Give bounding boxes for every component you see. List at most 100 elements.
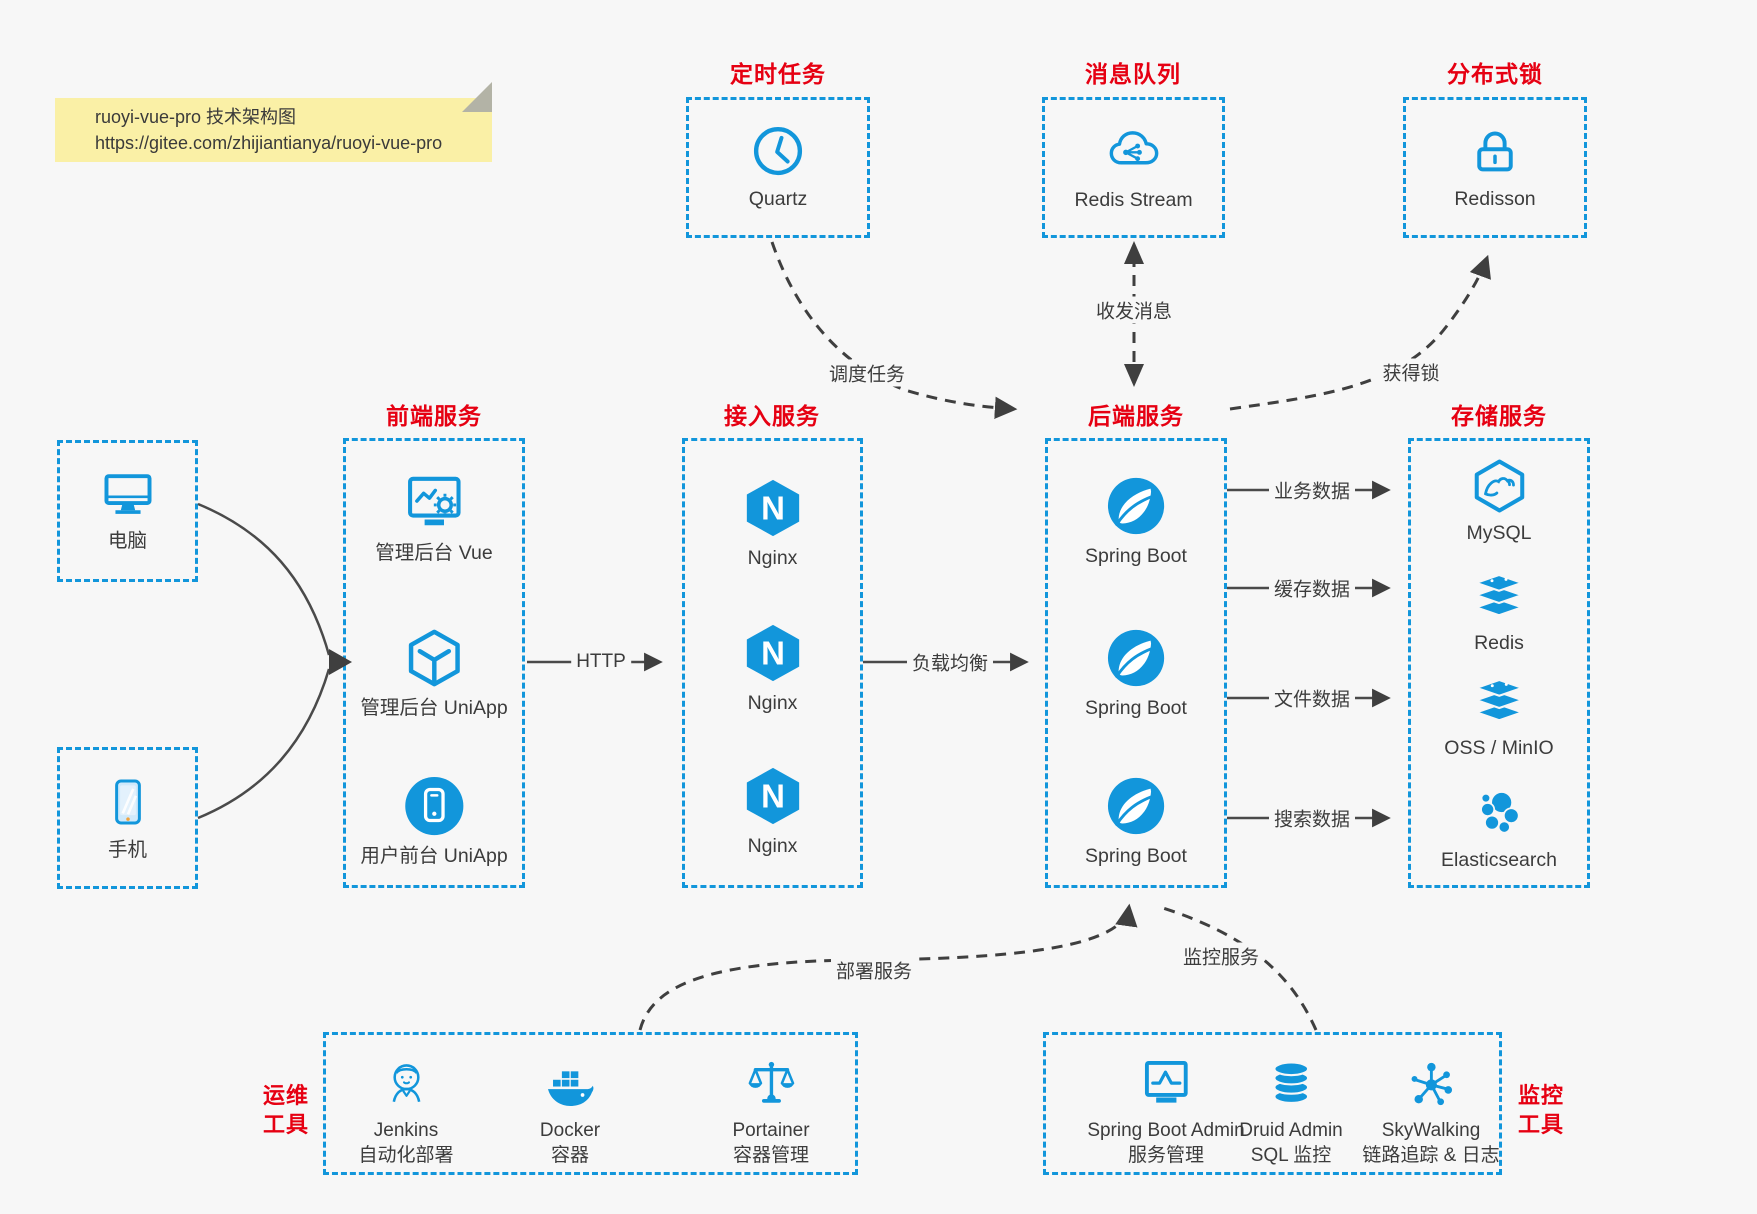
node-sublabel: 链路追踪 & 日志 (1362, 1145, 1500, 1166)
node-springboot-1: Spring Boot (1085, 475, 1187, 569)
desktop-icon (99, 469, 157, 521)
cube-icon (403, 627, 465, 689)
node-admin-uniapp: 管理后台 UniApp (360, 627, 508, 721)
edge-label-file-data: 文件数据 (1268, 684, 1356, 712)
node-portainer: Portainer 容器管理 (732, 1057, 810, 1168)
arrowhead-message-down (1124, 364, 1144, 387)
node-quartz: Quartz (689, 100, 867, 235)
edge-label-cache-data: 缓存数据 (1268, 574, 1356, 602)
node-label: 电脑 (107, 529, 147, 552)
node-label: OSS / MinIO (1444, 737, 1554, 759)
node-label: Nginx (747, 547, 798, 569)
box-monitor-tools: Spring Boot Admin 服务管理 Druid Admin SQL 监… (1043, 1032, 1502, 1175)
box-gateway: N Nginx N Nginx N Nginx (682, 438, 863, 888)
edge-label-message: 收发消息 (1090, 296, 1178, 324)
node-nginx-3: N Nginx (742, 765, 804, 859)
edge-label-load-balance: 负载均衡 (906, 648, 994, 676)
node-sublabel: 自动化部署 (358, 1145, 454, 1166)
box-storage: MySQL Redis OSS / MinIO Elasticsearch (1408, 438, 1590, 888)
clock-icon (750, 123, 806, 179)
node-jenkins: Jenkins 自动化部署 (358, 1057, 454, 1168)
node-label: Druid Admin (1239, 1120, 1343, 1141)
node-springboot-admin: Spring Boot Admin 服务管理 (1087, 1057, 1245, 1168)
node-redis: Redis (1471, 568, 1527, 656)
box-message-queue: Redis Stream (1042, 97, 1225, 238)
node-label: Elasticsearch (1441, 849, 1557, 871)
group-title-distributed-lock: 分布式锁 (1447, 61, 1543, 87)
node-label: SkyWalking (1381, 1120, 1481, 1141)
lock-icon (1467, 123, 1523, 179)
portainer-icon (744, 1057, 798, 1111)
node-label: Spring Boot (1085, 545, 1187, 567)
edge-pc-to-frontend (197, 502, 331, 656)
monitor-chart-icon (1139, 1057, 1193, 1111)
box-devops-tools: Jenkins 自动化部署 Docker 容器 Portainer 容器管理 (323, 1032, 858, 1175)
box-client-pc: 电脑 (57, 440, 198, 582)
group-title-storage: 存储服务 (1451, 403, 1547, 429)
node-label: Spring Boot Admin (1087, 1120, 1245, 1141)
node-druid-admin: Druid Admin SQL 监控 (1239, 1057, 1343, 1168)
svg-text:N: N (761, 635, 785, 672)
nginx-icon: N (742, 477, 804, 539)
node-redis-stream: Redis Stream (1045, 100, 1222, 235)
edge-label-deploy: 部署服务 (830, 956, 918, 984)
edge-acquire-lock (1229, 254, 1491, 411)
box-frontend: 管理后台 Vue 管理后台 UniApp 用户前台 UniApp (343, 438, 525, 888)
box-distributed-lock: Redisson (1403, 97, 1587, 238)
edge-label-search-data: 搜索数据 (1268, 804, 1356, 832)
node-label: Redis (1474, 632, 1524, 654)
edge-label-lock: 获得锁 (1377, 358, 1445, 386)
edge-label-business-data: 业务数据 (1268, 476, 1356, 504)
edge-mobile-to-frontend (197, 668, 331, 820)
jenkins-icon (379, 1057, 433, 1111)
node-skywalking: SkyWalking 链路追踪 & 日志 (1362, 1057, 1500, 1168)
box-client-mobile: 手机 (57, 747, 198, 889)
node-oss-minio: OSS / MinIO (1444, 673, 1554, 761)
node-label: 手机 (107, 838, 147, 861)
node-nginx-2: N Nginx (742, 622, 804, 716)
box-scheduled-task: Quartz (686, 97, 870, 238)
node-label: 管理后台 UniApp (360, 697, 508, 719)
note-url: https://gitee.com/zhijiantianya/ruoyi-vu… (95, 133, 443, 153)
node-label: Portainer (732, 1120, 810, 1141)
side-label-devops: 运维 工具 (262, 1083, 309, 1137)
mysql-icon (1471, 458, 1527, 514)
node-nginx-1: N Nginx (742, 477, 804, 571)
mobile-icon (100, 774, 156, 830)
spring-icon (1105, 627, 1167, 689)
docker-icon (543, 1057, 597, 1111)
node-admin-vue: 管理后台 Vue (375, 472, 493, 566)
node-sublabel: 容器 (550, 1145, 589, 1166)
node-mobile: 手机 (60, 750, 195, 886)
node-docker: Docker 容器 (540, 1057, 600, 1168)
node-mysql: MySQL (1466, 458, 1532, 546)
svg-text:N: N (761, 778, 785, 815)
node-elasticsearch: Elasticsearch (1441, 785, 1557, 873)
node-sublabel: SQL 监控 (1250, 1145, 1332, 1166)
node-label: Nginx (747, 835, 798, 857)
sticky-note: ruoyi-vue-pro 技术架构图 https://gitee.com/zh… (55, 98, 492, 162)
node-springboot-2: Spring Boot (1085, 627, 1187, 721)
node-label: Docker (539, 1120, 601, 1141)
group-title-gateway: 接入服务 (724, 403, 820, 429)
node-sublabel: 服务管理 (1127, 1145, 1204, 1166)
phone-circle-icon (403, 775, 465, 837)
topology-icon (1404, 1057, 1458, 1111)
node-label: Quartz (748, 188, 808, 210)
nginx-icon: N (742, 622, 804, 684)
database-icon (1264, 1057, 1318, 1111)
group-title-frontend: 前端服务 (386, 403, 482, 429)
node-label: Nginx (747, 692, 798, 714)
edge-label-http: HTTP (571, 651, 631, 673)
redis-stack-icon (1471, 673, 1527, 729)
nginx-icon: N (742, 765, 804, 827)
edge-label-schedule: 调度任务 (823, 359, 911, 387)
node-user-uniapp: 用户前台 UniApp (360, 775, 508, 869)
node-redisson: Redisson (1406, 100, 1584, 235)
elasticsearch-icon (1471, 785, 1527, 841)
node-pc: 电脑 (60, 443, 195, 579)
node-label: 管理后台 Vue (375, 542, 493, 564)
node-label: 用户前台 UniApp (360, 845, 508, 867)
node-label: Redis Stream (1074, 189, 1193, 211)
